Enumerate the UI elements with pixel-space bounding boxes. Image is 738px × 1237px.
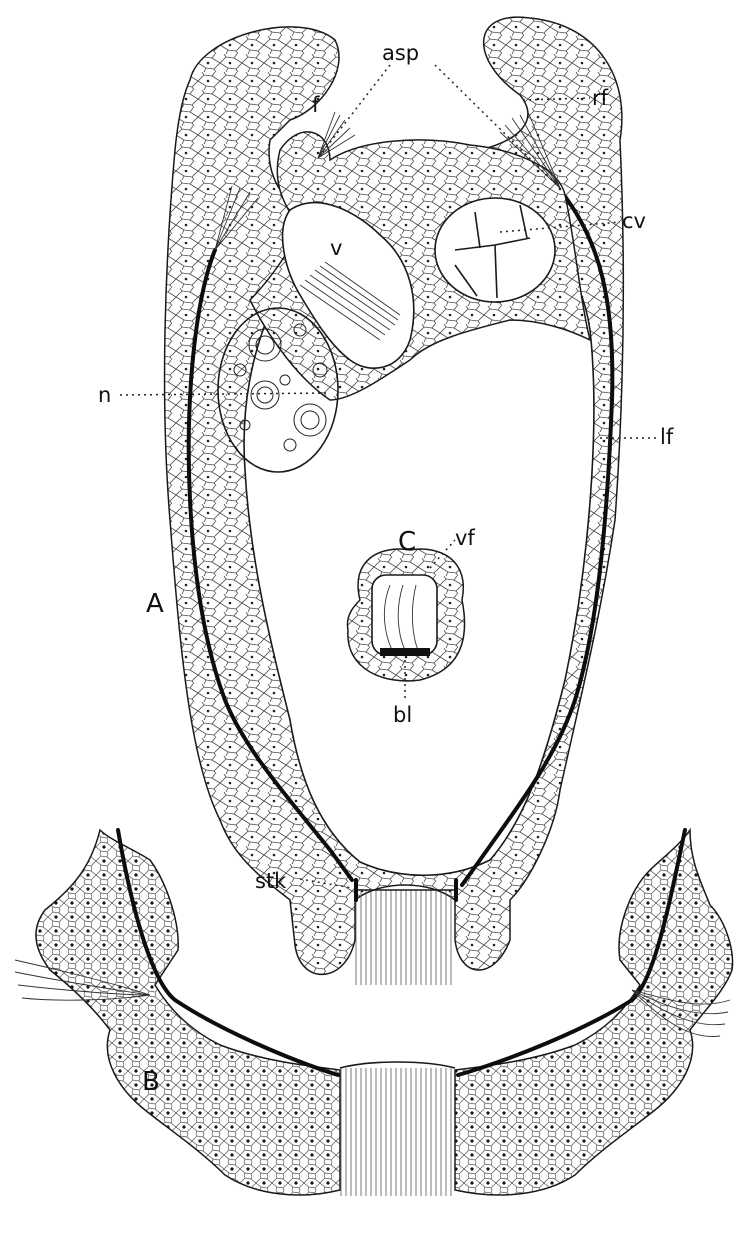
label-a: A: [146, 589, 164, 619]
label-v: v: [330, 236, 342, 260]
label-b: B: [142, 1067, 160, 1097]
label-cv: cv: [622, 209, 646, 233]
label-f: f: [312, 93, 320, 117]
label-bl: bl: [393, 703, 412, 727]
label-vf: vf: [455, 526, 475, 550]
section-c-core: [372, 575, 437, 655]
label-c: C: [398, 527, 416, 557]
body-a: [165, 17, 624, 985]
label-n: n: [98, 383, 111, 407]
label-stk: stk: [255, 869, 287, 893]
section-c: [347, 549, 464, 681]
stalk-a: [355, 890, 455, 985]
label-lf: lf: [660, 425, 674, 449]
stalk-b: [340, 1068, 455, 1196]
label-rf: rf: [592, 86, 609, 110]
basal-body: [380, 648, 430, 656]
label-asp: asp: [382, 41, 419, 65]
